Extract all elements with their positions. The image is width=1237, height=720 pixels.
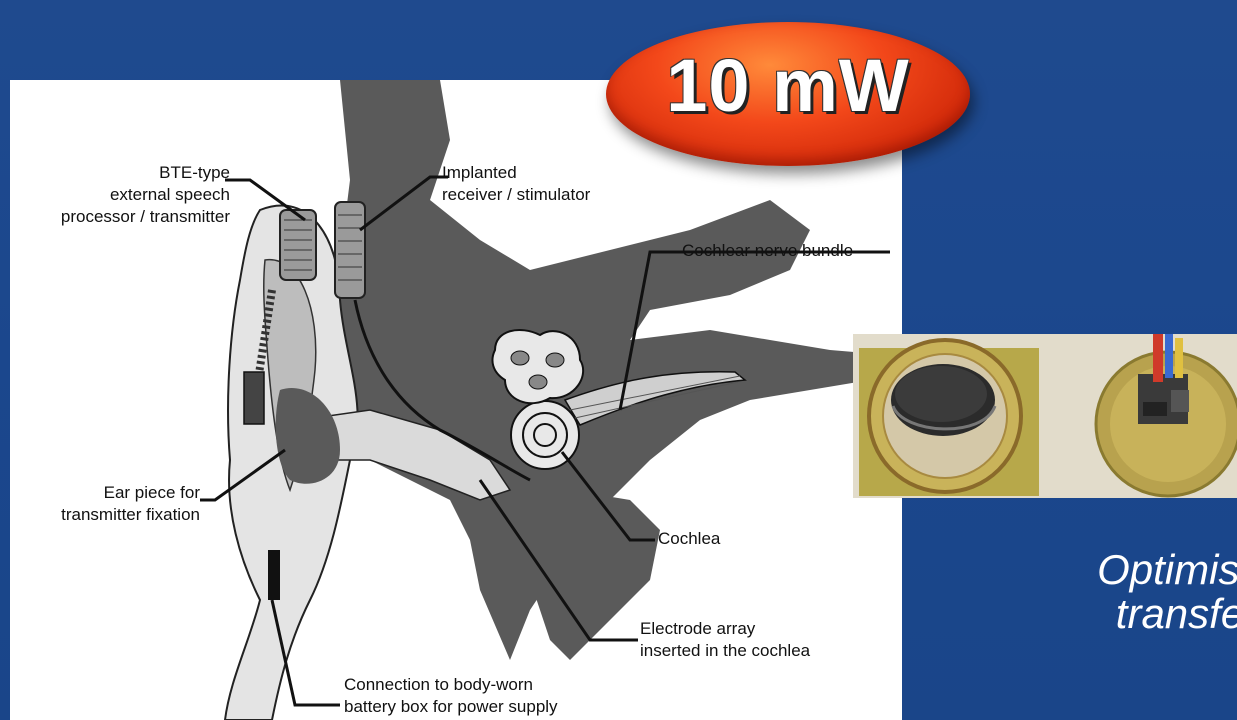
caption-line1: Optimisa xyxy=(1030,548,1237,592)
label-electrode-line2: inserted in the cochlea xyxy=(640,640,810,662)
label-implant-line2: receiver / stimulator xyxy=(442,184,590,206)
implanted-receiver xyxy=(335,202,365,298)
label-bte-line3: processor / transmitter xyxy=(61,206,230,228)
power-badge: 10 mW xyxy=(606,22,970,166)
label-implant-line1: Implanted xyxy=(442,162,590,184)
label-connection-line1: Connection to body-worn xyxy=(344,674,558,696)
transmitter-photo xyxy=(853,334,1237,498)
label-earpiece-line1: Ear piece for xyxy=(61,482,200,504)
caption: Optimisa transfe xyxy=(1030,548,1237,636)
label-electrode: Electrode array inserted in the cochlea xyxy=(640,618,810,662)
label-bte-line1: BTE-type xyxy=(61,162,230,184)
label-earpiece: Ear piece for transmitter fixation xyxy=(61,482,200,526)
label-bte-line2: external speech xyxy=(61,184,230,206)
power-badge-text: 10 mW xyxy=(606,46,970,126)
label-cochlea: Cochlea xyxy=(658,528,720,550)
coil-photo-illustration xyxy=(853,334,1237,498)
label-implant: Implanted receiver / stimulator xyxy=(442,162,590,206)
label-electrode-line1: Electrode array xyxy=(640,618,810,640)
label-earpiece-line2: transmitter fixation xyxy=(61,504,200,526)
battery-connector xyxy=(268,550,280,600)
cochlear-implant-diagram: BTE-type external speech processor / tra… xyxy=(10,80,902,720)
label-nerve: Cochlear nerve bundle xyxy=(682,240,853,262)
label-bte: BTE-type external speech processor / tra… xyxy=(61,162,230,228)
caption-line2: transfe xyxy=(1030,592,1237,636)
label-connection: Connection to body-worn battery box for … xyxy=(344,674,558,718)
label-connection-line2: battery box for power supply xyxy=(344,696,558,718)
coil-clip xyxy=(244,372,264,424)
